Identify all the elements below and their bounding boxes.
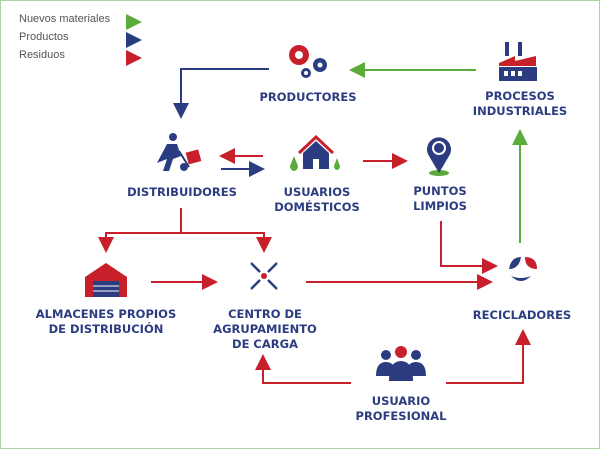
arrow-puntos-recicladores [440,221,498,274]
recycle-pin-icon [427,137,451,176]
arrow-profesional-recicladores [446,329,531,384]
professionals-icon [376,346,426,381]
recycle-leaves-icon [509,257,537,281]
label-distribuidores: DISTRIBUIDORES [127,185,237,199]
legend-residuos: Residuos [19,49,65,61]
arrow-distribuidores-centro [181,232,272,253]
arrow-distribuidores-almacenes [98,232,181,253]
legend-productos: Productos [19,31,69,43]
converge-arrows-icon [250,262,278,290]
hand-truck-worker-icon [157,133,202,171]
arrow-profesional-centro [255,354,351,384]
warehouse-icon [85,263,127,297]
legend-nuevos-materiales: Nuevos materiales [19,13,111,25]
gears-icon [289,45,327,78]
house-icon [290,134,340,171]
arrow-productores-distribuidores [173,68,269,119]
label-productores: PRODUCTORES [259,90,357,104]
factory-icon [499,42,537,81]
label-recicladores: RECICLADORES [472,308,572,322]
